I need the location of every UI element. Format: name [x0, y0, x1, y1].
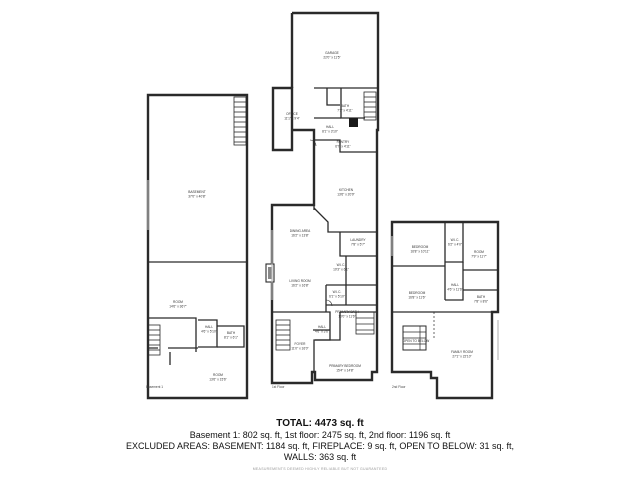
room-label-wic: W.I.C.10'3" x 6'1"	[333, 263, 349, 272]
floor-label-basement: Basement 1	[146, 385, 163, 389]
first-floor-outline	[270, 11, 380, 385]
floor-label-second: 2nd Floor	[392, 385, 406, 389]
floor-area-breakdown: Basement 1: 802 sq. ft, 1st floor: 2475 …	[189, 430, 451, 440]
basement-outline	[146, 93, 249, 400]
walls-area: WALLS: 363 sq. ft	[283, 452, 357, 462]
second-floor-outline	[390, 220, 500, 400]
floor-label-first: 1st Floor	[272, 385, 285, 389]
room-label-open-to-below: OPEN TO BELOW	[403, 339, 430, 343]
measurement-disclaimer: MEASUREMENTS DEEMED HIGHLY RELIABLE BUT …	[252, 467, 388, 471]
total-area: TOTAL: 4473 sq. ft	[276, 418, 364, 429]
room-label-wic-3: W.I.C.6'2" x 4'0"	[448, 238, 462, 247]
excluded-areas: EXCLUDED AREAS: BASEMENT: 1184 sq. ft, F…	[126, 441, 514, 451]
room-label-wic-2: W.I.C.6'1" x 5'10"	[329, 290, 345, 299]
